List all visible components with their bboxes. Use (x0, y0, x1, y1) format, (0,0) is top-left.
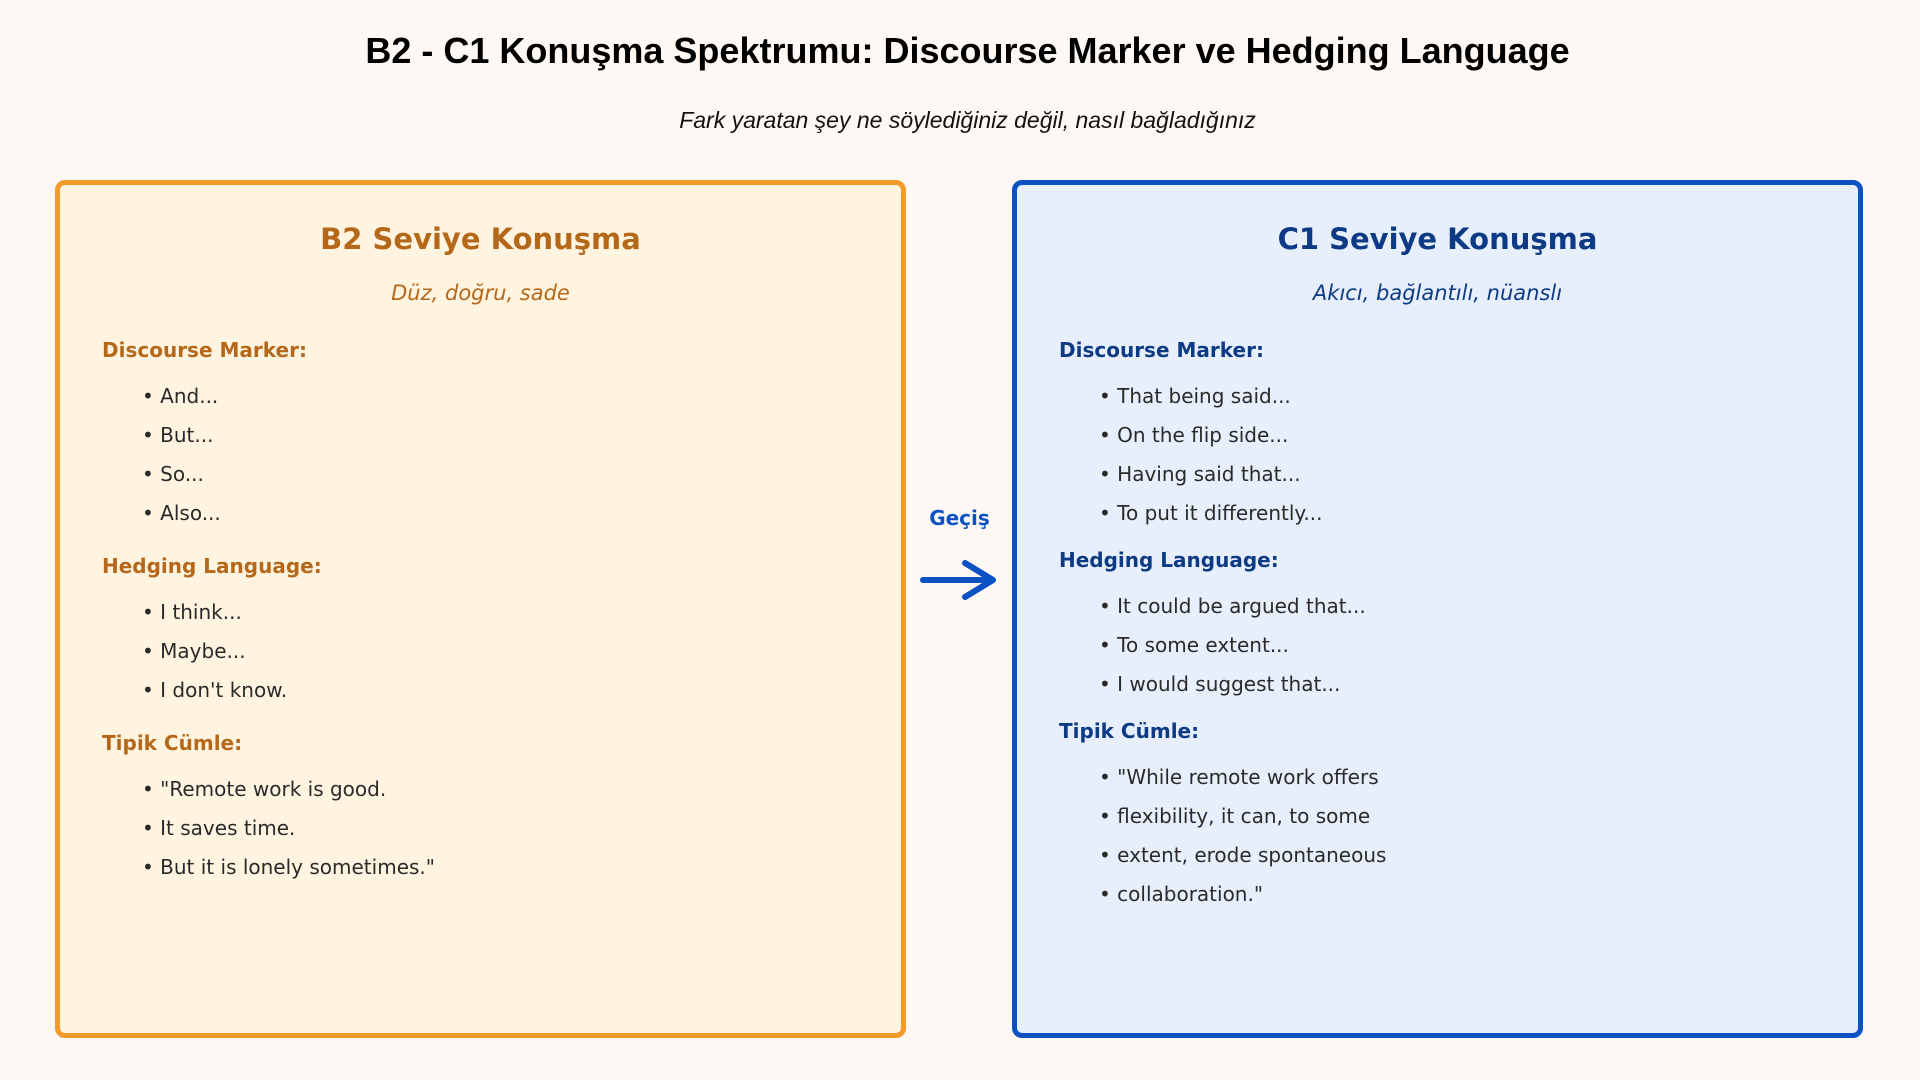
list-item: "While remote work offers (1099, 758, 1838, 797)
list-item: To some extent... (1099, 626, 1838, 665)
c1-panel: C1 Seviye Konuşma Akıcı, bağlantılı, nüa… (1012, 180, 1863, 1038)
page-title: B2 - C1 Konuşma Spektrumu: Discourse Mar… (365, 30, 1570, 71)
list-item: That being said... (1099, 377, 1838, 416)
b2-content: Discourse Marker: And... But... So... Al… (102, 337, 881, 907)
list-item: It saves time. (142, 809, 881, 848)
list-item: On the flip side... (1099, 416, 1838, 455)
list-item: "Remote work is good. (142, 770, 881, 809)
c1-sentence-list: "While remote work offers flexibility, i… (1059, 758, 1838, 914)
c1-discourse-heading: Discourse Marker: (1059, 338, 1264, 362)
page-subtitle: Fark yaratan şey ne söylediğiniz değil, … (679, 107, 1256, 133)
list-item: collaboration." (1099, 875, 1838, 914)
c1-panel-title: C1 Seviye Konuşma (1277, 222, 1598, 256)
b2-panel-subtitle: Düz, doğru, sade (391, 281, 570, 305)
b2-panel-title: B2 Seviye Konuşma (320, 222, 641, 256)
c1-discourse-list: That being said... On the flip side... H… (1059, 377, 1838, 533)
right-arrow-icon (920, 560, 996, 600)
list-item: It could be argued that... (1099, 587, 1838, 626)
list-item: I would suggest that... (1099, 665, 1838, 704)
b2-hedging-heading: Hedging Language: (102, 554, 322, 578)
b2-sentence-list: "Remote work is good. It saves time. But… (102, 770, 881, 887)
list-item: Having said that... (1099, 455, 1838, 494)
b2-discourse-heading: Discourse Marker: (102, 338, 307, 362)
list-item: flexibility, it can, to some (1099, 797, 1838, 836)
list-item: Maybe... (142, 632, 881, 671)
list-item: But... (142, 416, 881, 455)
b2-sentence-heading: Tipik Cümle: (102, 731, 243, 755)
c1-sentence-heading: Tipik Cümle: (1059, 719, 1200, 743)
b2-discourse-list: And... But... So... Also... (102, 377, 881, 533)
c1-hedging-list: It could be argued that... To some exten… (1059, 587, 1838, 704)
c1-panel-subtitle: Akıcı, bağlantılı, nüanslı (1312, 281, 1563, 305)
list-item: Also... (142, 494, 881, 533)
transition-connector: Geçiş (917, 500, 1002, 610)
list-item: To put it differently... (1099, 494, 1838, 533)
c1-content: Discourse Marker: That being said... On … (1059, 337, 1838, 928)
list-item: And... (142, 377, 881, 416)
list-item: But it is lonely sometimes." (142, 848, 881, 887)
b2-hedging-list: I think... Maybe... I don't know. (102, 593, 881, 710)
c1-hedging-heading: Hedging Language: (1059, 548, 1279, 572)
transition-label: Geçiş (929, 506, 990, 530)
list-item: I think... (142, 593, 881, 632)
b2-panel: B2 Seviye Konuşma Düz, doğru, sade Disco… (55, 180, 906, 1038)
list-item: extent, erode spontaneous (1099, 836, 1838, 875)
list-item: So... (142, 455, 881, 494)
list-item: I don't know. (142, 671, 881, 710)
